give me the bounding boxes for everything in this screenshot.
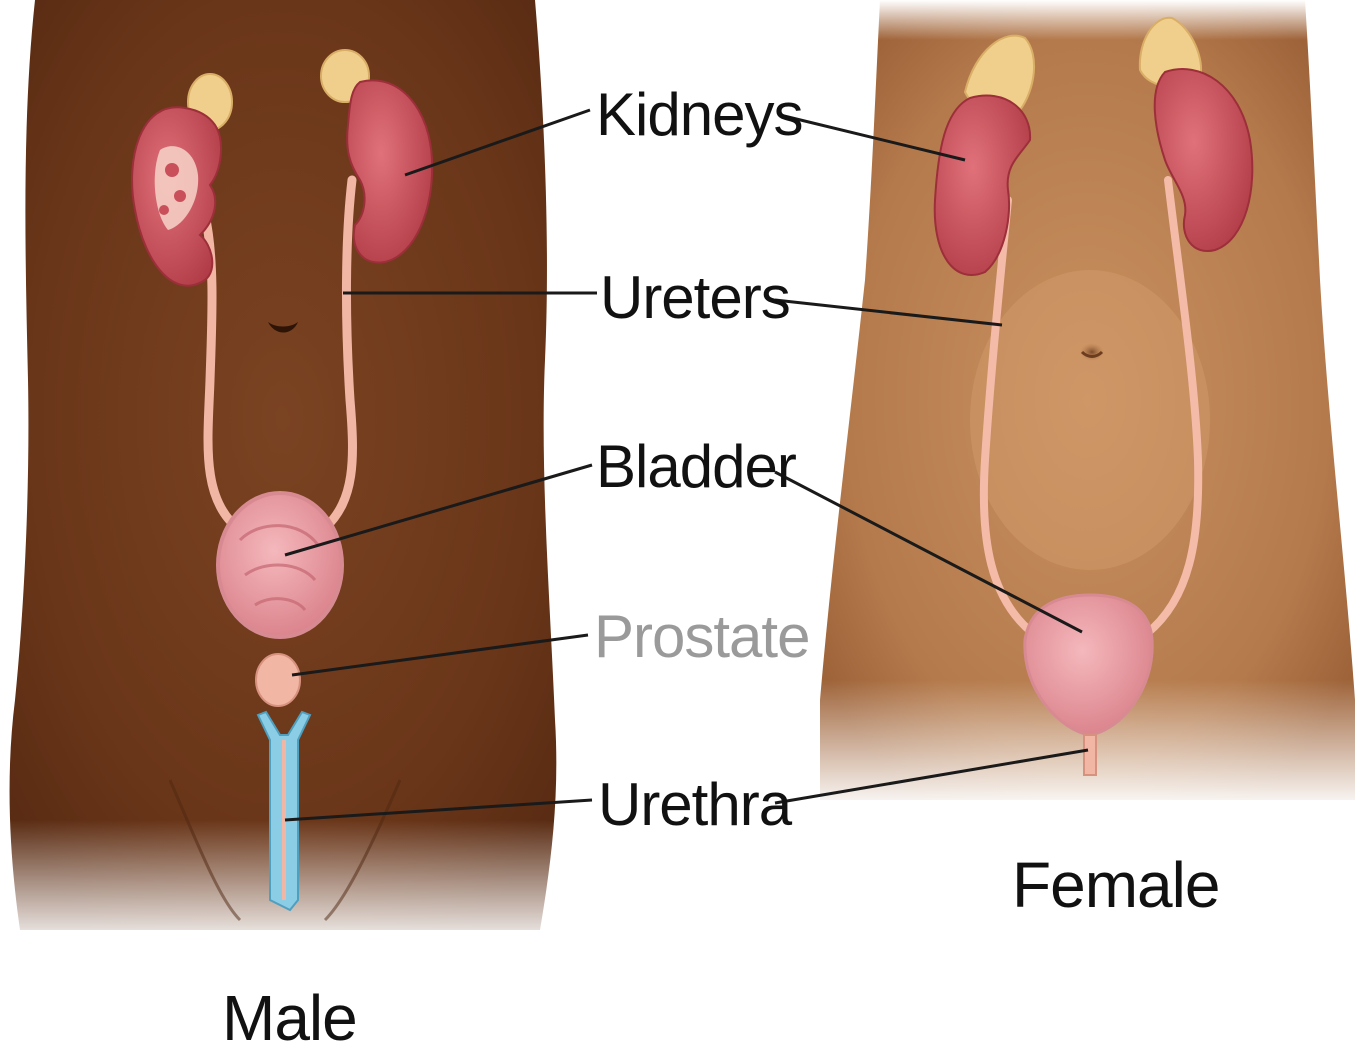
- female-abdomen-highlight: [970, 270, 1210, 570]
- male-kidney-left-pyramid-1: [165, 163, 179, 177]
- male-kidney-left-pyramid-2: [174, 190, 186, 202]
- male-kidney-left-pyramid-3: [159, 205, 169, 215]
- label-urethra: Urethra: [598, 771, 793, 838]
- male-figure: [0, 0, 600, 950]
- label-prostate: Prostate: [594, 603, 809, 670]
- label-kidneys: Kidneys: [596, 81, 802, 148]
- organ-labels: Kidneys Ureters Bladder Prostate Urethra: [594, 81, 809, 838]
- label-ureters: Ureters: [600, 264, 790, 331]
- caption-male: Male: [222, 982, 357, 1052]
- female-figure: [800, 0, 1371, 810]
- female-fade-top: [800, 0, 1371, 40]
- label-bladder: Bladder: [596, 433, 796, 500]
- caption-female: Female: [1012, 849, 1219, 921]
- male-prostate: [256, 654, 300, 706]
- male-fade: [0, 820, 600, 950]
- female-urethra: [1084, 735, 1096, 775]
